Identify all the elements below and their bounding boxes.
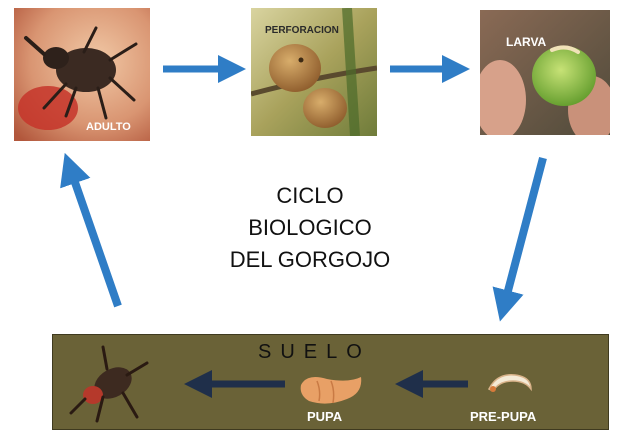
arrow-soil-to-adulto	[60, 152, 122, 308]
prepupa-image	[487, 374, 532, 392]
arrow-larva-to-soil	[492, 156, 547, 322]
soil-panel: SUELO PUPA PRE-PUPA	[52, 334, 609, 430]
adult-weevil-image	[14, 8, 150, 141]
title-line-3: DEL GORGOJO	[229, 247, 391, 272]
adult-weevil-photo: ADULTO	[14, 8, 150, 141]
soil-title: SUELO	[258, 341, 371, 363]
larva-label: LARVA	[506, 35, 547, 49]
pupa-label: PUPA	[307, 409, 343, 424]
soil-weevil-image	[69, 345, 149, 423]
larva-fruit-image	[480, 10, 610, 135]
prepupa-label: PRE-PUPA	[470, 409, 537, 424]
title-line-1: CICLO	[276, 183, 344, 208]
perforacion-photo: PERFORACION	[251, 8, 377, 136]
perforated-fruit-image	[251, 8, 377, 136]
adulto-label: ADULTO	[86, 121, 131, 133]
perforacion-label: PERFORACION	[265, 25, 339, 36]
title-line-2: BIOLOGICO	[248, 215, 372, 240]
diagram-title: CICLO BIOLOGICO DEL GORGOJO	[215, 180, 405, 276]
larva-photo: LARVA	[480, 10, 610, 135]
pupa-image	[300, 377, 362, 404]
